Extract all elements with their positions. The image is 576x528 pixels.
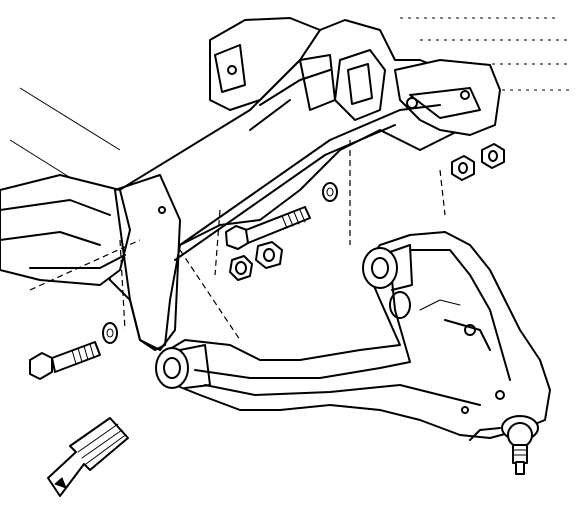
arrow-down-left-icon [47,417,129,497]
ball-joint [469,415,539,475]
rear-bolt [225,206,311,250]
rear-bushing [362,244,413,319]
nut-right-right [481,143,505,169]
front-washer [102,322,118,344]
nut-right-left [451,155,475,181]
assembly-guide-lines [29,140,446,341]
lower-control-arm [159,231,551,439]
right-mount-bracket [394,59,501,136]
frame-front-section [0,174,131,286]
frame-assembly [0,17,572,351]
nut-middle-left [229,255,253,281]
nut-middle-right [255,241,283,269]
front-bushing [155,344,211,389]
frame-rail [94,19,461,351]
front-bolt [29,341,101,380]
rear-bolt-washer [322,182,338,202]
